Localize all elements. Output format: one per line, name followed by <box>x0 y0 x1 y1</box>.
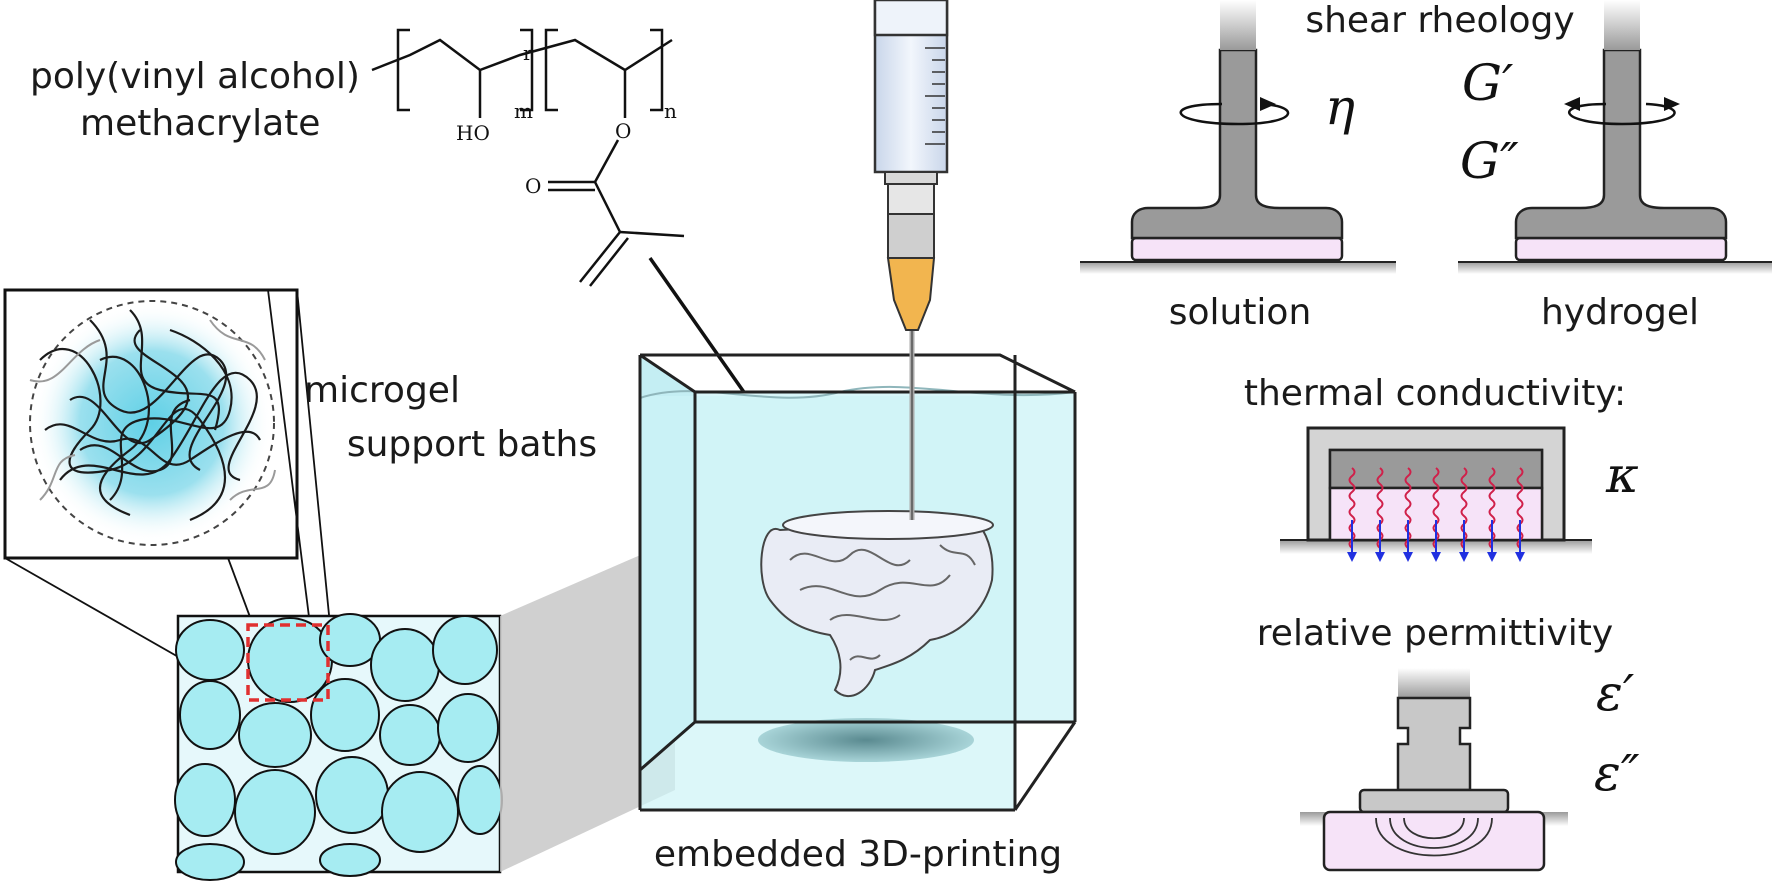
rotation-arrow <box>1179 102 1290 126</box>
chem-hydroxyl: HO <box>456 121 490 145</box>
dielectric-sample <box>1322 810 1546 872</box>
packed-microgel-bath <box>174 540 675 881</box>
printing-cube <box>638 280 1077 812</box>
sample-solution <box>1130 236 1344 262</box>
printed-brain <box>760 510 994 697</box>
syringe <box>873 0 949 331</box>
chem-sub-r: r <box>523 41 533 65</box>
symbol-loss-modulus: G″ <box>1460 132 1519 190</box>
chem-sub-n: n <box>664 99 677 123</box>
printing-label: embedded 3D-printing <box>654 834 1062 875</box>
heat-wave-5 <box>1460 467 1468 549</box>
geometry-hydrogel <box>1514 48 1728 240</box>
microgel-label-line1: microgel <box>304 370 460 411</box>
symbol-viscosity: η <box>1325 78 1355 136</box>
solution-label: solution <box>1169 292 1312 333</box>
zoom-highlight-box <box>246 623 330 702</box>
sample-hydrogel <box>1514 236 1728 262</box>
heat-flow-arrowhead-6 <box>1487 552 1497 562</box>
heat-flow-arrowhead-2 <box>1375 552 1385 562</box>
heat-flow-arrowhead-7 <box>1515 552 1525 562</box>
oscillation-arrow <box>1568 102 1676 126</box>
heat-wave-2 <box>1376 467 1384 549</box>
heat-wave-7 <box>1516 467 1524 549</box>
hydrogel-label: hydrogel <box>1541 292 1699 333</box>
dielectric-probe <box>1300 668 1568 872</box>
chem-ester-oxygen: O <box>615 119 631 143</box>
thermal-conductivity-title: thermal conductivity: <box>1244 373 1626 414</box>
projection-wedge <box>500 540 675 872</box>
microgel-particles <box>174 613 503 881</box>
geometry-solution <box>1130 48 1344 240</box>
polymer-network <box>39 309 261 522</box>
symbol-thermal-conductivity: κ <box>1605 446 1639 504</box>
polymer-label-line2: methacrylate <box>80 103 320 144</box>
heat-wave-6 <box>1488 467 1496 549</box>
rheometer-hydrogel <box>1458 0 1772 274</box>
heat-flow-arrowhead-4 <box>1431 552 1441 562</box>
chem-sub-m: m <box>514 99 533 123</box>
brain-shadow <box>758 718 974 762</box>
microgel-inset <box>3 288 331 696</box>
symbol-permittivity-imag: ε″ <box>1594 744 1640 802</box>
polymer-label-line1: poly(vinyl alcohol) <box>30 56 360 97</box>
permittivity-title: relative permittivity <box>1257 613 1613 654</box>
heat-wave-4 <box>1432 467 1440 549</box>
symbol-permittivity-real: ε′ <box>1596 664 1635 722</box>
heat-flow-arrowhead-1 <box>1347 552 1357 562</box>
polymer-structure: poly(vinyl alcohol) methacrylate r m n <box>30 28 839 527</box>
heat-wave-1 <box>1348 467 1356 549</box>
needle-hub <box>886 257 936 331</box>
heat-flow-arrows <box>1347 467 1525 562</box>
microgel-label-line2: support baths <box>347 424 597 465</box>
chem-carbonyl-oxygen: O <box>525 174 541 198</box>
particle-boundary <box>29 300 275 546</box>
heat-flow-arrowhead-3 <box>1403 552 1413 562</box>
microgel-particle <box>32 303 272 543</box>
symbol-storage-modulus: G′ <box>1462 54 1514 112</box>
shear-rheology-title: shear rheology <box>1305 0 1574 41</box>
heat-flow-arrowhead-5 <box>1459 552 1469 562</box>
rheometer-solution <box>1080 0 1396 274</box>
heat-wave-3 <box>1404 467 1412 549</box>
